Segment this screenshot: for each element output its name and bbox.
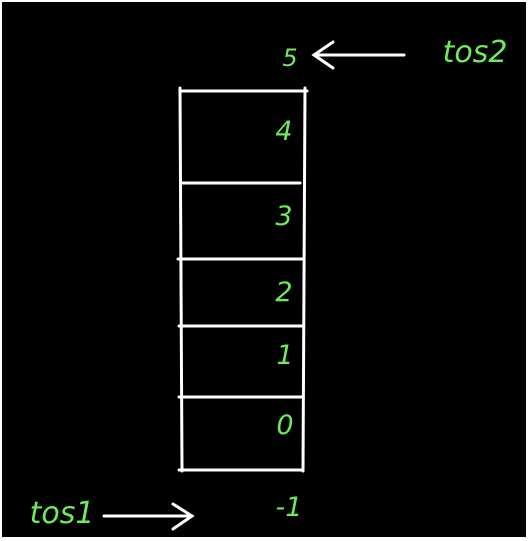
whiteboard-canvas: 4 3 2 1 0 5 tos2 tos1 -1 (2, 2, 526, 537)
top-index-label: 5 (282, 44, 297, 72)
stack-diagram: 4 3 2 1 0 5 tos2 tos1 -1 (30, 35, 508, 531)
cell-index-label: 1 (276, 340, 293, 371)
tos2-label: tos2 (443, 35, 508, 70)
tos1-label: tos1 (30, 496, 95, 531)
stack-right-wall (301, 86, 307, 473)
cell-index-label: 0 (276, 410, 293, 441)
right-arrow-icon (102, 502, 195, 531)
left-arrow-icon (311, 40, 406, 70)
cell-index-label: 2 (275, 277, 292, 308)
bottom-index-label: -1 (276, 492, 303, 523)
stack-left-wall (178, 86, 184, 473)
cell-index-label: 3 (275, 201, 292, 232)
cell-index-label: 4 (275, 116, 292, 147)
